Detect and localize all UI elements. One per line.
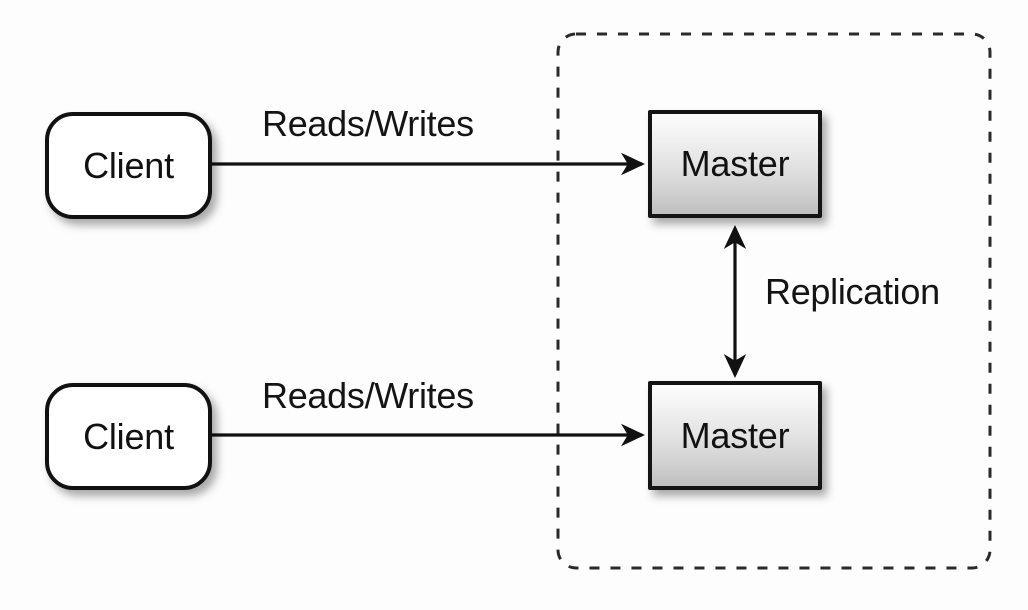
node-client-top[interactable]: Client (45, 112, 212, 219)
node-master-top[interactable]: Master (648, 110, 822, 218)
edge-label-reads-writes-bottom: Reads/Writes (262, 375, 474, 416)
node-client-bottom-label: Client (83, 415, 174, 457)
node-master-bottom-label: Master (680, 414, 790, 456)
boundary-rect (556, 32, 992, 570)
edge-label-reads-writes-top: Reads/Writes (262, 103, 474, 144)
node-master-bottom[interactable]: Master (648, 381, 822, 490)
node-master-top-label: Master (680, 143, 790, 184)
node-client-bottom[interactable]: Client (45, 383, 212, 490)
edge-label-replication: Replication (765, 271, 940, 312)
node-client-top-label: Client (83, 144, 174, 186)
